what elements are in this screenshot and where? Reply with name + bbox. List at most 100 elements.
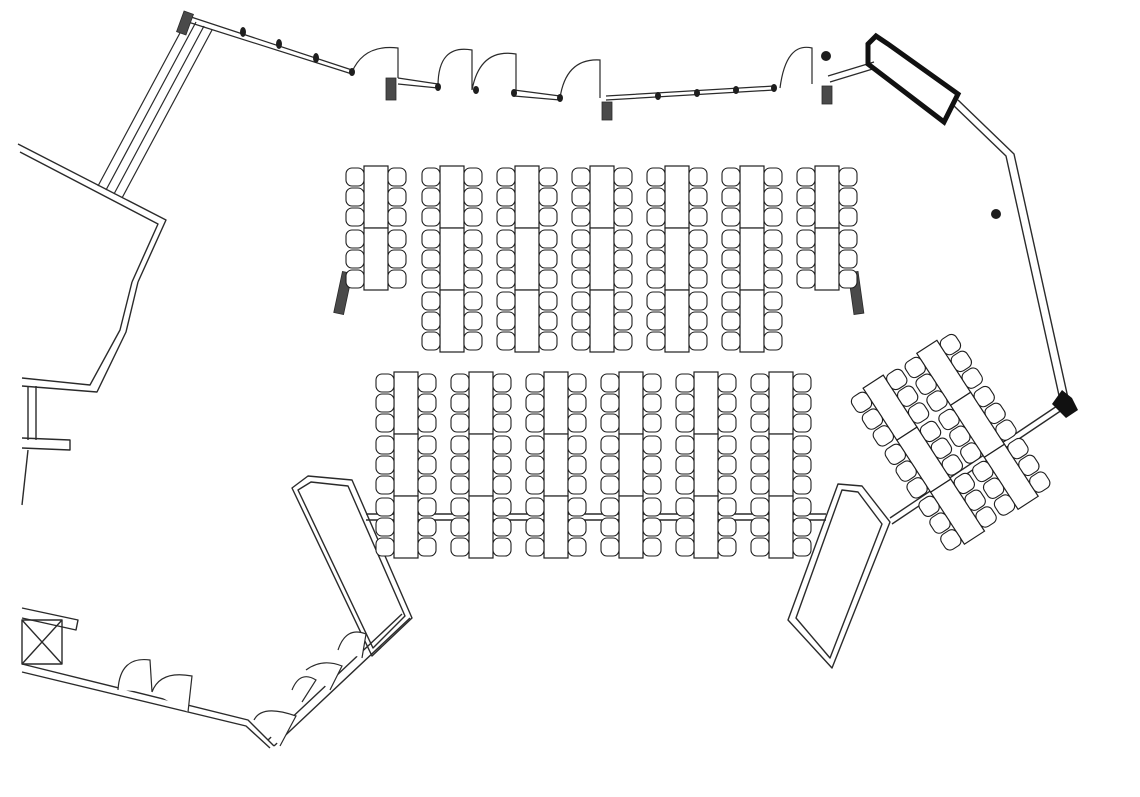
- column-post-icon: [385, 77, 397, 101]
- chair-icon: [345, 207, 365, 227]
- column-posts: [176, 10, 1001, 333]
- chair-icon: [1018, 454, 1040, 477]
- table-icon: [739, 289, 765, 353]
- chair-icon: [750, 455, 770, 475]
- table-icon: [693, 433, 719, 497]
- table-icon: [468, 495, 494, 559]
- chair-icon: [613, 167, 633, 187]
- chair-icon: [721, 207, 741, 227]
- door-swings: [117, 46, 813, 747]
- chair-icon: [613, 249, 633, 269]
- chair-icon: [973, 385, 995, 408]
- chair-icon: [496, 229, 516, 249]
- chair-icon: [600, 435, 620, 455]
- chair-icon: [496, 269, 516, 289]
- door-swing-icon: [337, 631, 367, 659]
- table-icon: [514, 165, 540, 229]
- chair-icon: [375, 435, 395, 455]
- table-icon: [543, 371, 569, 435]
- column-post-icon: [601, 101, 613, 121]
- chair-icon: [421, 249, 441, 269]
- chair-icon: [613, 311, 633, 331]
- chair-icon: [940, 529, 962, 551]
- chair-icon: [642, 435, 662, 455]
- chair-icon: [688, 291, 708, 311]
- chair-icon: [571, 291, 591, 311]
- door-swing-icon: [253, 710, 297, 747]
- table-icon: [468, 433, 494, 497]
- chair-icon: [571, 207, 591, 227]
- chair-icon: [525, 393, 545, 413]
- chair-icon: [961, 367, 983, 389]
- chair-icon: [984, 402, 1006, 425]
- chair-icon: [646, 249, 666, 269]
- chair-icon: [646, 229, 666, 249]
- rear-table-column: [571, 165, 633, 353]
- chair-icon: [688, 331, 708, 351]
- chair-icon: [717, 455, 737, 475]
- chair-icon: [417, 413, 437, 433]
- chair-icon: [525, 413, 545, 433]
- chair-icon: [675, 497, 695, 517]
- chair-icon: [950, 350, 973, 373]
- front-table-column: [750, 371, 812, 559]
- chair-icon: [387, 187, 407, 207]
- chair-icon: [792, 475, 812, 495]
- chair-icon: [750, 537, 770, 557]
- door-swing-icon: [117, 658, 193, 713]
- chair-icon: [796, 207, 816, 227]
- chair-icon: [675, 413, 695, 433]
- chair-icon: [567, 455, 587, 475]
- table-icon: [393, 495, 419, 559]
- chair-icon: [571, 269, 591, 289]
- table-icon: [814, 227, 840, 291]
- chair-icon: [421, 187, 441, 207]
- chair-icon: [613, 291, 633, 311]
- chair-icon: [938, 408, 960, 431]
- rear-seating-section: [345, 165, 858, 353]
- table-icon: [514, 289, 540, 353]
- chair-icon: [717, 517, 737, 537]
- chair-icon: [750, 475, 770, 495]
- chair-icon: [1007, 437, 1029, 460]
- chair-icon: [450, 435, 470, 455]
- chair-icon: [375, 497, 395, 517]
- chair-icon: [872, 425, 895, 447]
- chair-icon: [792, 435, 812, 455]
- chair-icon: [463, 269, 483, 289]
- chair-icon: [567, 373, 587, 393]
- chair-icon: [387, 269, 407, 289]
- chair-icon: [838, 229, 858, 249]
- rear-table-column: [421, 165, 483, 353]
- front-table-column: [375, 371, 437, 559]
- chair-icon: [421, 331, 441, 351]
- chair-icon: [496, 249, 516, 269]
- chair-icon: [567, 497, 587, 517]
- chair-icon: [675, 393, 695, 413]
- chair-icon: [646, 207, 666, 227]
- chair-icon: [642, 497, 662, 517]
- chair-icon: [750, 413, 770, 433]
- chair-icon: [571, 229, 591, 249]
- chair-icon: [642, 475, 662, 495]
- chair-icon: [688, 269, 708, 289]
- chair-icon: [450, 537, 470, 557]
- table-icon: [618, 495, 644, 559]
- chair-icon: [717, 413, 737, 433]
- chair-icon: [450, 455, 470, 475]
- chair-icon: [717, 393, 737, 413]
- chair-icon: [906, 477, 928, 499]
- chair-icon: [721, 187, 741, 207]
- chair-icon: [642, 373, 662, 393]
- chair-icon: [492, 373, 512, 393]
- table-icon: [664, 289, 690, 353]
- chair-icon: [571, 249, 591, 269]
- chair-icon: [838, 207, 858, 227]
- door-swing-icon: [779, 46, 813, 89]
- chair-icon: [525, 517, 545, 537]
- chair-icon: [496, 291, 516, 311]
- chair-icon: [750, 373, 770, 393]
- chair-icon: [838, 249, 858, 269]
- chair-icon: [375, 455, 395, 475]
- chair-icon: [792, 537, 812, 557]
